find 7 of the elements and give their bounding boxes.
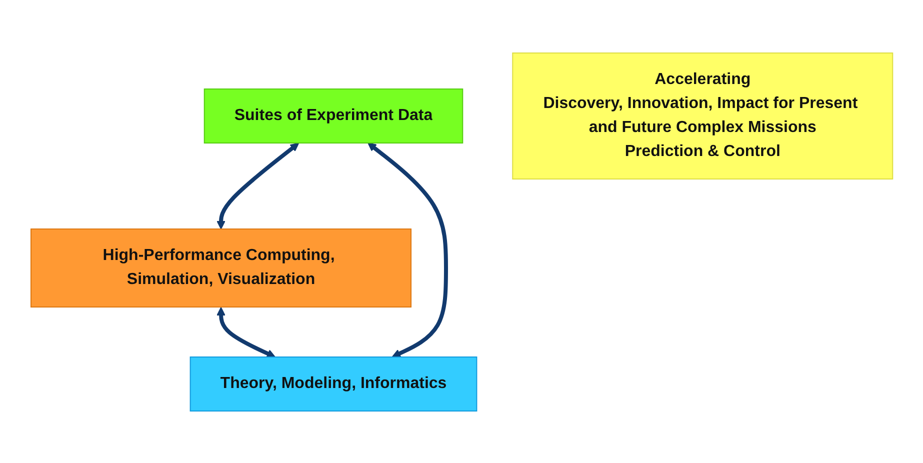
node-box: Theory, Modeling, Informatics (189, 356, 477, 411)
arrow (216, 306, 276, 358)
arrow (216, 142, 299, 229)
arrow (367, 142, 448, 357)
node-box: Accelerating Discovery, Innovation, Impact for Present and Future Complex Missions Prediction & Control (512, 52, 893, 179)
node-box: Suites of Experiment Data (204, 88, 463, 143)
node-box: High-Performance Computing, Simulation, Visualization (30, 228, 412, 307)
